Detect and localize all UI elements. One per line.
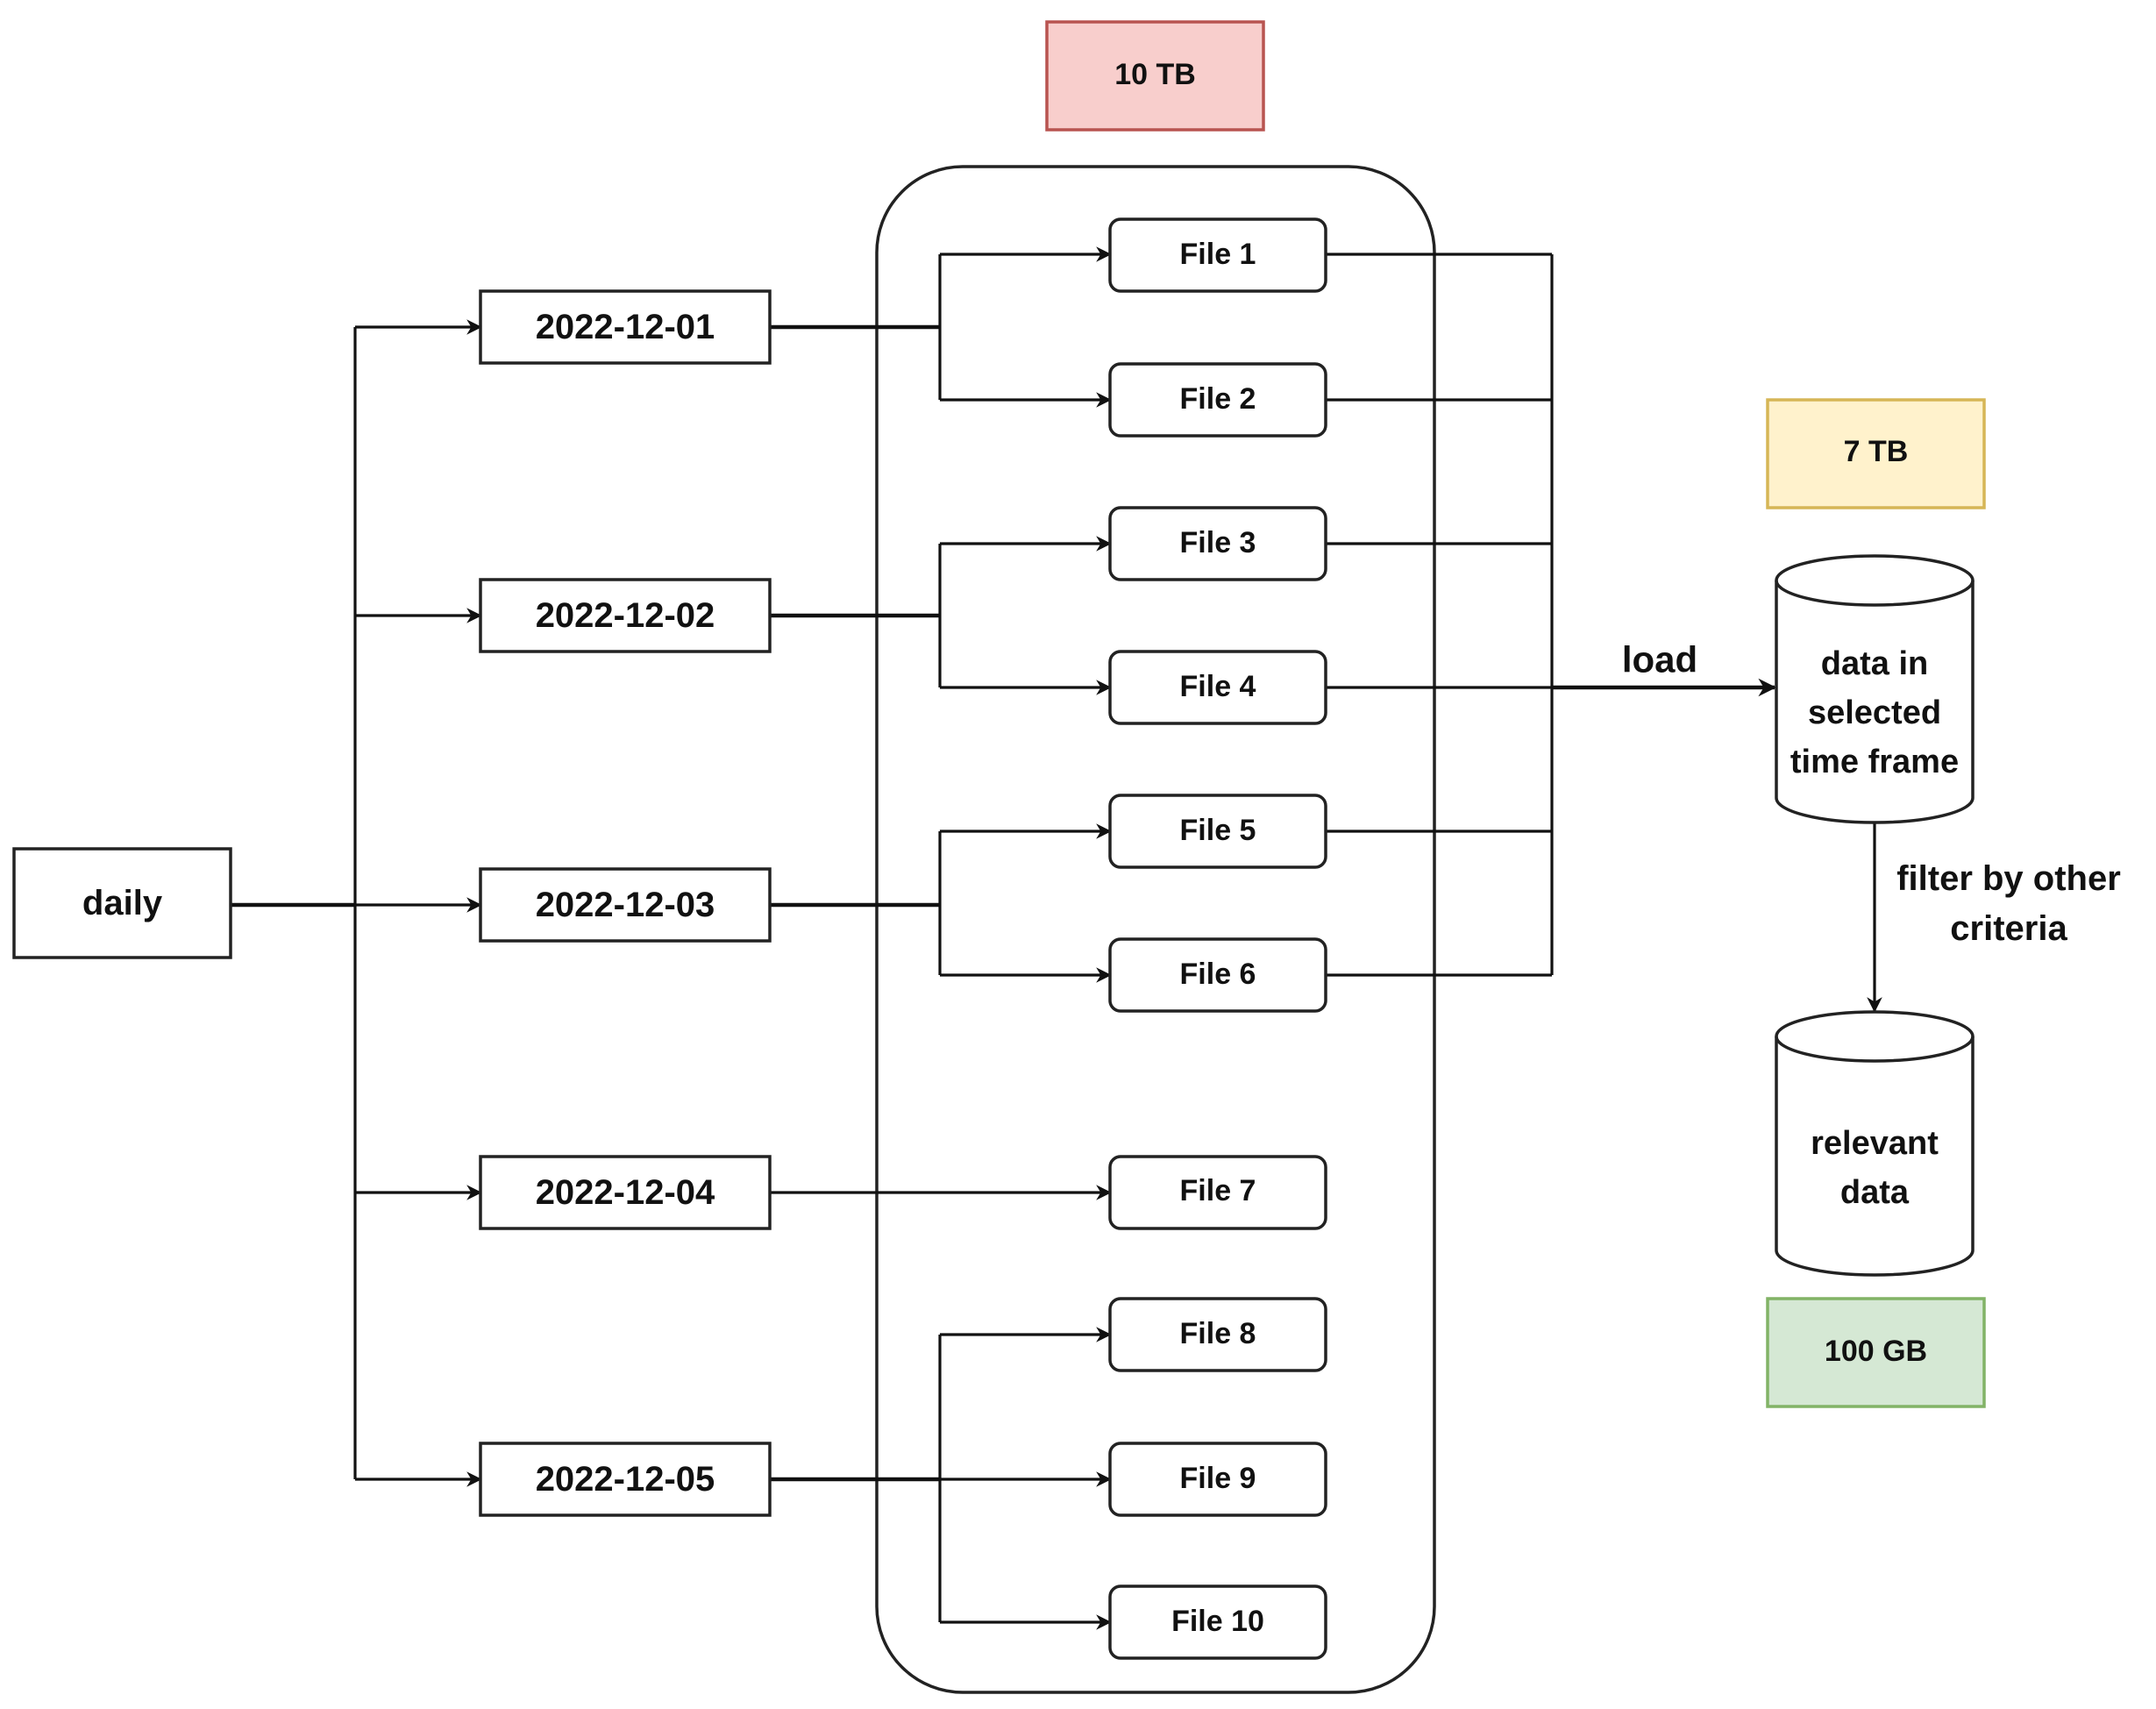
node-date-2: 2022-12-02	[479, 578, 772, 653]
node-date-5: 2022-12-05	[479, 1442, 772, 1517]
node-daily-label: daily	[82, 884, 163, 922]
node-file-5: File 5	[1108, 794, 1327, 869]
node-file-6-label: File 6	[1180, 958, 1256, 991]
database-selected-line-2: selected	[1808, 694, 1941, 731]
database-selected: data in selected time frame	[1775, 554, 1975, 824]
node-date-1-label: 2022-12-01	[536, 308, 715, 346]
node-file-8-label: File 8	[1180, 1317, 1256, 1350]
node-file-5-label: File 5	[1180, 814, 1256, 847]
size-badge-selected-label: 7 TB	[1844, 435, 1909, 468]
node-file-3-label: File 3	[1180, 526, 1256, 559]
node-file-10-label: File 10	[1171, 1605, 1264, 1638]
node-file-9: File 9	[1108, 1442, 1327, 1517]
size-badge-relevant: 100 GB	[1766, 1297, 1986, 1408]
node-file-8: File 8	[1108, 1297, 1327, 1372]
database-relevant-line-1: relevant	[1811, 1125, 1939, 1162]
size-badge-selected: 7 TB	[1766, 398, 1986, 509]
node-daily: daily	[12, 847, 232, 959]
node-file-1: File 1	[1108, 217, 1327, 293]
node-date-5-label: 2022-12-05	[536, 1460, 715, 1499]
node-file-2-label: File 2	[1180, 382, 1256, 416]
database-relevant-line-2: data	[1840, 1174, 1910, 1211]
database-selected-line-3: time frame	[1790, 744, 1959, 780]
node-file-1-label: File 1	[1180, 238, 1256, 271]
edge-load-label: load	[1622, 639, 1697, 680]
node-date-1: 2022-12-01	[479, 289, 772, 365]
size-badge-total-label: 10 TB	[1114, 58, 1196, 91]
node-date-3: 2022-12-03	[479, 867, 772, 943]
node-file-4: File 4	[1108, 650, 1327, 725]
node-file-7-label: File 7	[1180, 1174, 1256, 1207]
node-date-4: 2022-12-04	[479, 1155, 772, 1230]
database-relevant: relevant data	[1775, 1010, 1975, 1277]
node-file-10: File 10	[1108, 1584, 1327, 1660]
database-selected-line-1: data in	[1821, 645, 1928, 682]
edges	[231, 246, 1882, 1630]
node-date-4-label: 2022-12-04	[536, 1173, 715, 1212]
files-container	[875, 165, 1436, 1694]
node-file-4-label: File 4	[1180, 670, 1256, 703]
node-date-2-label: 2022-12-02	[536, 596, 715, 635]
node-file-3: File 3	[1108, 506, 1327, 581]
size-badge-total: 10 TB	[1045, 20, 1265, 132]
edge-filter-label-line-1: filter by other	[1896, 859, 2121, 898]
node-file-2: File 2	[1108, 362, 1327, 438]
node-file-9-label: File 9	[1180, 1462, 1256, 1495]
node-date-3-label: 2022-12-03	[536, 886, 715, 924]
node-file-7: File 7	[1108, 1155, 1327, 1230]
size-badge-relevant-label: 100 GB	[1825, 1335, 1927, 1368]
edge-filter-label-line-2: criteria	[1950, 909, 2067, 948]
node-file-6: File 6	[1108, 937, 1327, 1013]
